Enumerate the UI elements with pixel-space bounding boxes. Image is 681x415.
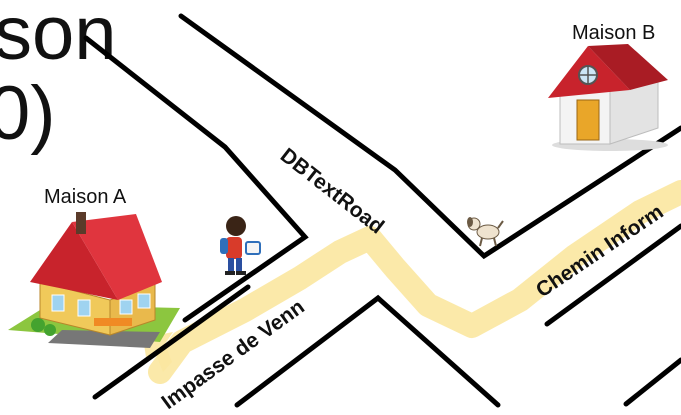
house-b-icon	[548, 44, 668, 151]
road-edge-upper-left	[83, 35, 309, 323]
heading-fragment-1: son	[0, 0, 117, 76]
road-edge-bottom-right	[623, 357, 681, 407]
route-highlight	[148, 180, 681, 384]
road-edge-lower-left	[92, 284, 251, 400]
house-a-label: Maison A	[44, 186, 127, 208]
child-with-backpack-icon	[220, 216, 261, 275]
road-edge-lower-middle	[234, 294, 501, 408]
road-edge-lower-right	[544, 223, 681, 327]
dog-icon	[467, 217, 504, 247]
road-lines	[83, 13, 681, 408]
heading-fragment-2: 0)	[0, 71, 56, 156]
house-b-label: Maison B	[572, 22, 656, 44]
house-a-icon	[8, 212, 180, 348]
road-edge-upper-right	[178, 13, 681, 260]
